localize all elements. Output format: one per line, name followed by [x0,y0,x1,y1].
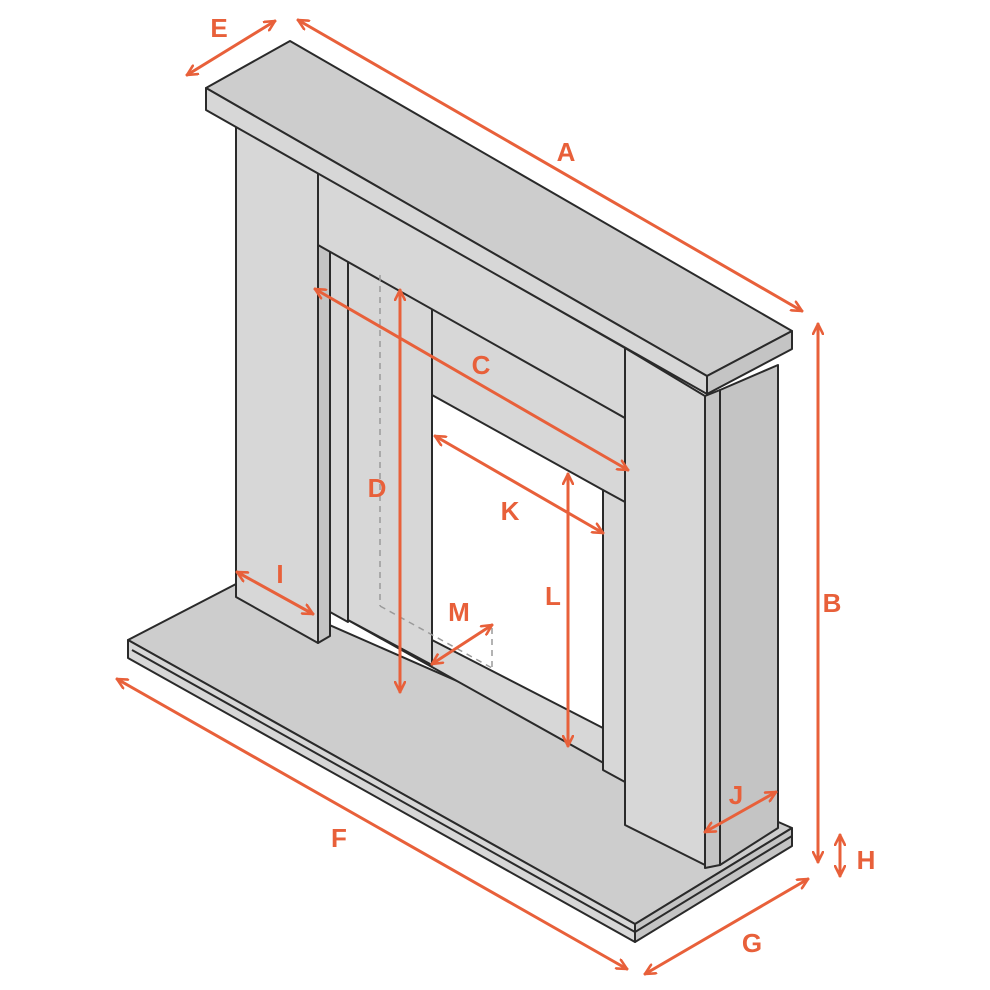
arrow-f [115,677,629,971]
dimension-labels: A B C D E F G H I J K L M [210,13,875,958]
label-b: B [823,588,842,618]
fireplace-drawing [127,40,793,943]
label-h: H [857,845,876,875]
right-leg [624,347,779,869]
label-i: I [276,559,283,589]
arrow-j [703,790,778,834]
label-l: L [545,581,561,611]
mantel-end [706,330,793,395]
left-inner-panel [347,257,433,666]
arrow-m [430,623,494,666]
dimension-arrows [115,18,840,976]
label-c: C [472,350,491,380]
label-a: A [557,137,576,167]
label-k: K [501,496,520,526]
arrow-k [433,434,605,535]
label-d: D [368,473,387,503]
label-g: G [742,928,762,958]
arrow-i [235,570,315,616]
label-j: J [729,780,743,810]
right-leg-edge [704,389,721,869]
right-leg-front [624,347,706,866]
arrow-a [296,18,804,313]
label-f: F [331,823,347,853]
arrow-g [643,877,810,976]
right-inner-panel [602,489,626,783]
label-e: E [210,13,227,43]
right-leg-side [719,364,779,866]
label-m: M [448,597,470,627]
arrow-e [185,19,277,77]
